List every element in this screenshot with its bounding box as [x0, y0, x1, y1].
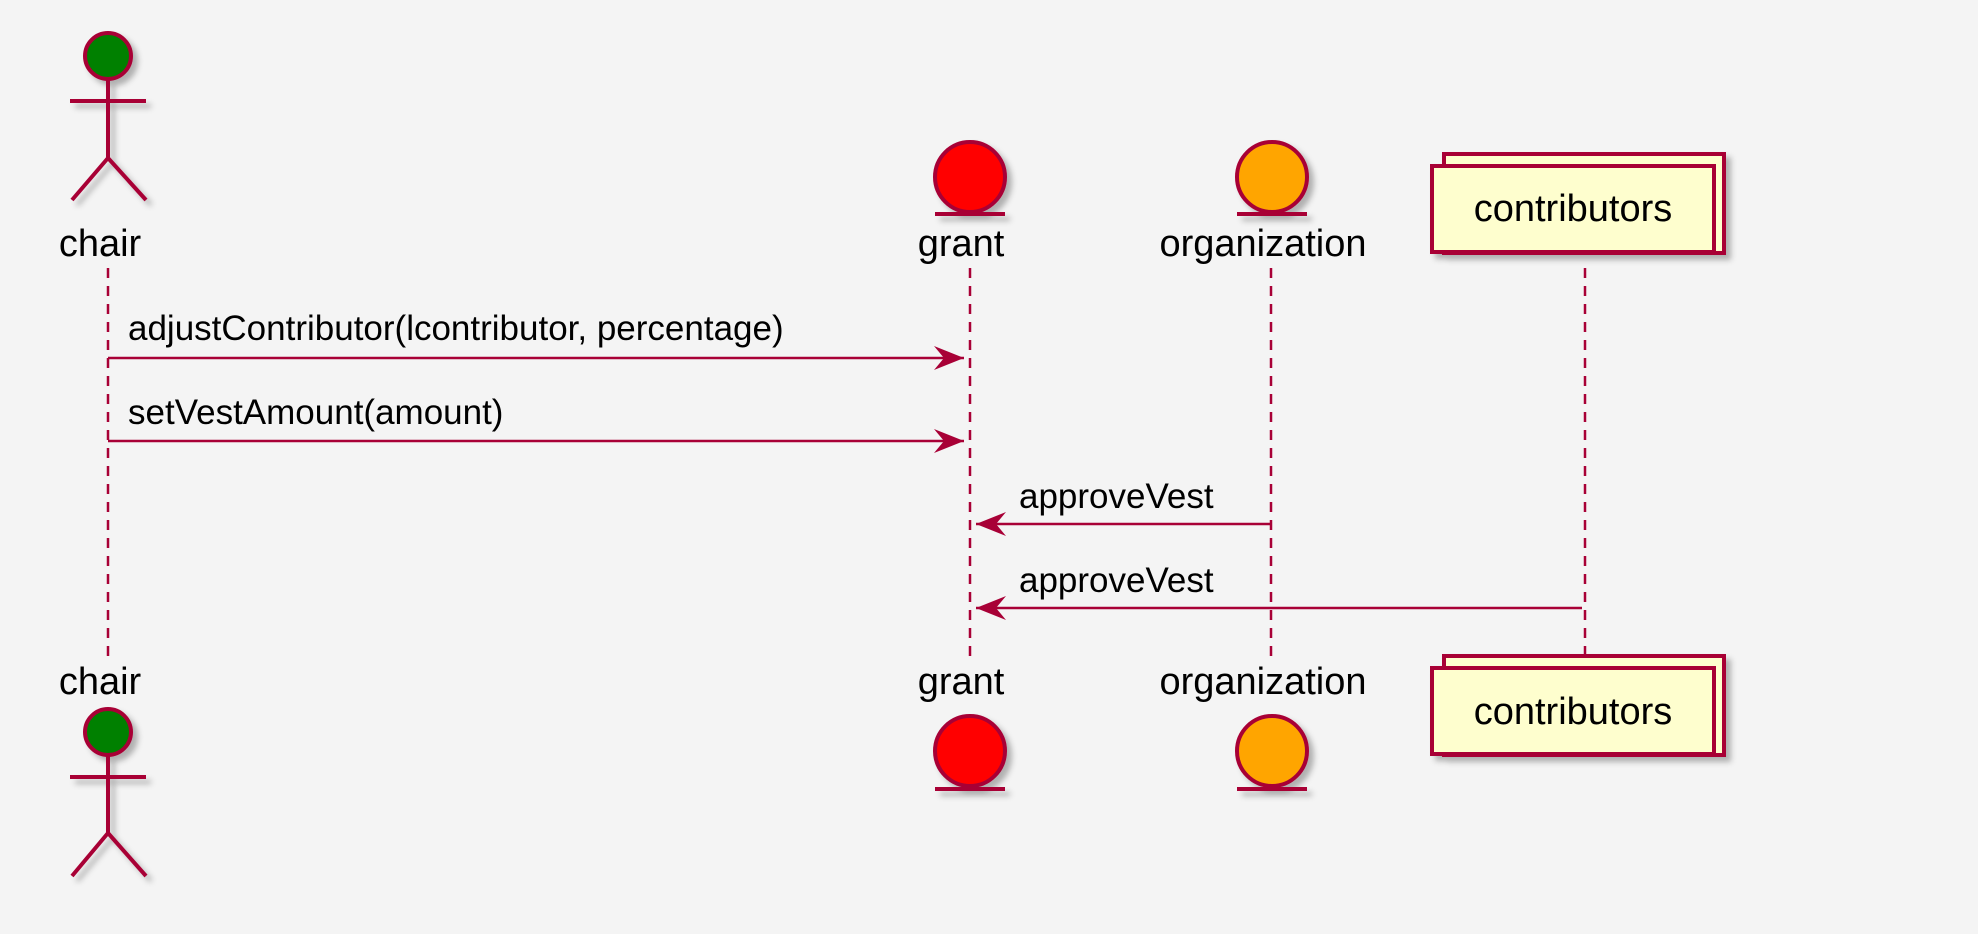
- message-label-1: adjustContributor(lcontributor, percenta…: [128, 309, 784, 348]
- participant-organization-bottom: [1235, 714, 1309, 791]
- participant-label-grant-top: grant: [918, 223, 1005, 265]
- entity-circle-grant: [933, 714, 1007, 788]
- entity-circle-organization: [1235, 714, 1309, 788]
- participant-label-contributors-top: contributors: [1474, 188, 1673, 230]
- message-label-4: approveVest: [1019, 561, 1214, 600]
- participant-label-organization-bottom: organization: [1159, 661, 1366, 703]
- message-1: adjustContributor(lcontributor, percenta…: [108, 309, 964, 370]
- participant-label-contributors-bottom: contributors: [1474, 691, 1673, 733]
- participant-chair-top: [70, 31, 148, 202]
- participant-contributors-bottom: [1430, 654, 1726, 757]
- participant-grant-bottom: [933, 714, 1007, 791]
- message-4: approveVest: [976, 561, 1582, 620]
- message-3: approveVest: [976, 477, 1271, 536]
- participant-contributors-top: [1430, 152, 1726, 255]
- entity-circle-grant: [933, 140, 1007, 214]
- actor-head: [83, 707, 133, 757]
- message-label-3: approveVest: [1019, 477, 1214, 516]
- participant-label-organization-top: organization: [1159, 223, 1366, 265]
- participant-label-chair-top: chair: [59, 223, 142, 265]
- entity-circle-organization: [1235, 140, 1309, 214]
- participant-label-chair-bottom: chair: [59, 661, 142, 703]
- message-2: setVestAmount(amount): [108, 393, 964, 453]
- participant-label-grant-bottom: grant: [918, 661, 1005, 703]
- participant-grant-top: [933, 140, 1007, 216]
- participant-organization-top: [1235, 140, 1309, 216]
- actor-head: [83, 31, 133, 81]
- message-label-2: setVestAmount(amount): [128, 393, 503, 432]
- participant-chair-bottom: [70, 707, 148, 878]
